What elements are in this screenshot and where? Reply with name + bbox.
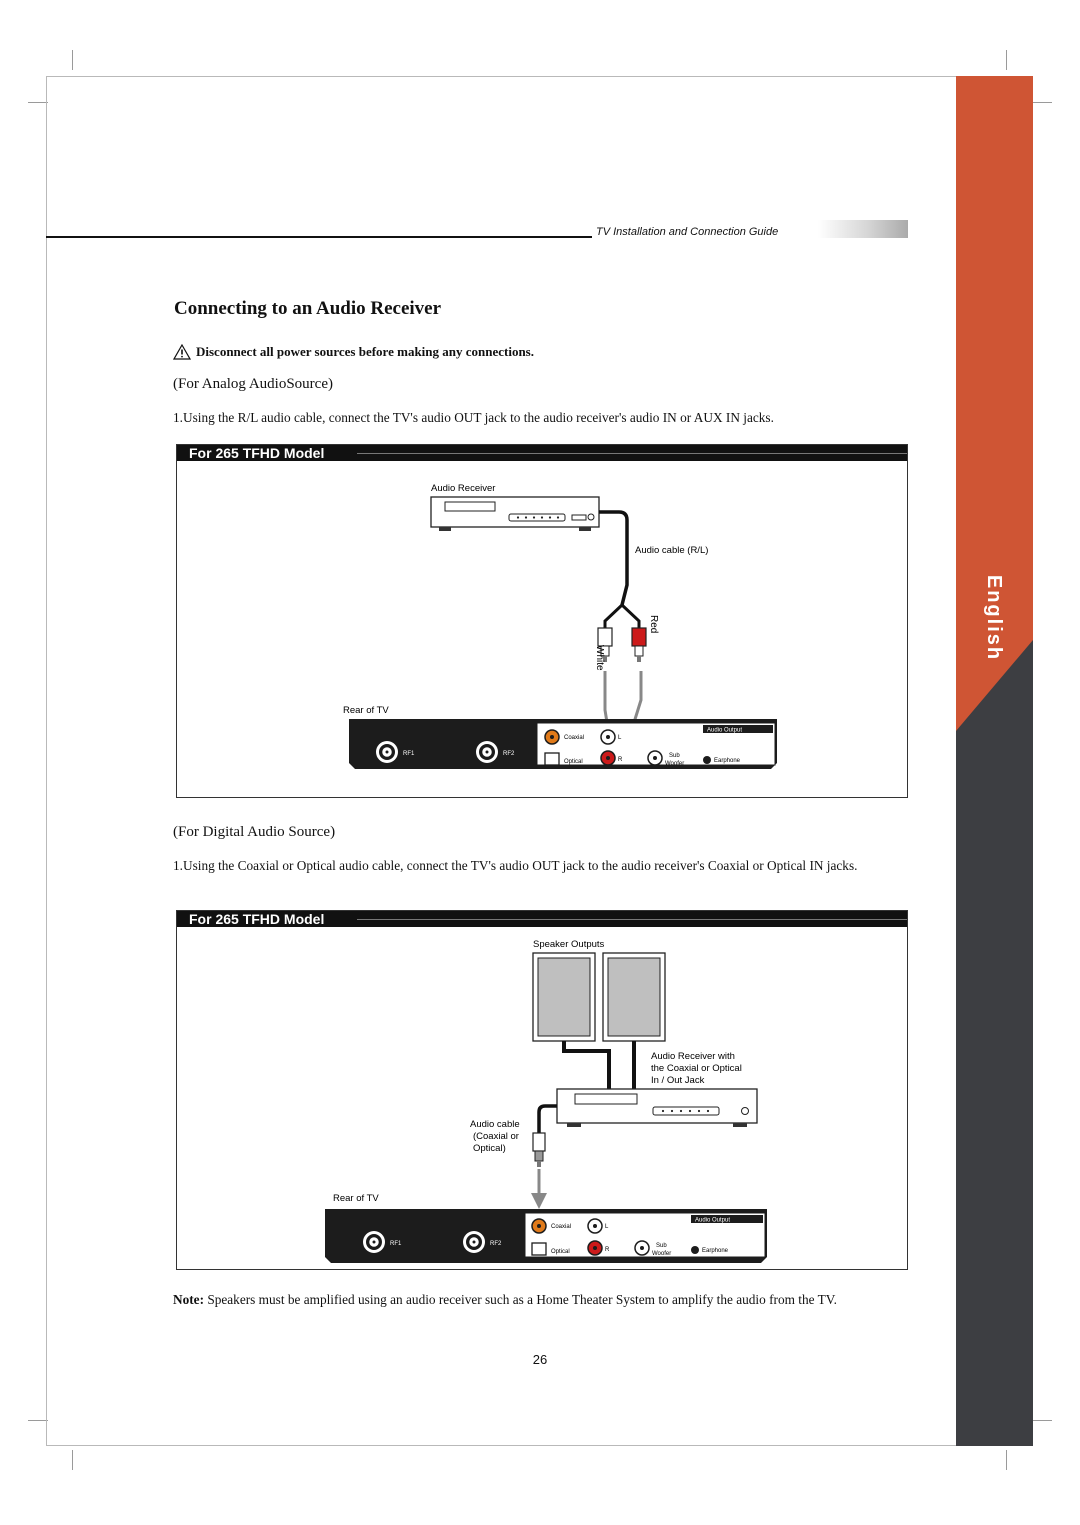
coaxial-label: Coaxial (564, 735, 584, 741)
crop-mark (1006, 1450, 1007, 1470)
arrow-icon (531, 1193, 547, 1209)
language-tab: English (983, 574, 1005, 662)
receiver-label-line3: In / Out Jack (651, 1075, 705, 1086)
rf1-label: RF1 (390, 1241, 402, 1247)
sidebar-dark-block (956, 640, 1033, 1446)
cable-label-line2: (Coaxial or (473, 1131, 519, 1142)
crop-mark (72, 50, 73, 70)
earphone-label: Earphone (702, 1248, 729, 1254)
digital-step: 1.Using the Coaxial or Optical audio cab… (173, 858, 858, 873)
earphone-label: Earphone (714, 758, 741, 764)
analog-diagram-box: For 265 TFHD Model Audio Receiver Audio … (176, 444, 908, 798)
sidebar-red-block (956, 76, 1033, 731)
r-label: R (618, 757, 623, 763)
l-label: L (605, 1224, 609, 1230)
rf1-label: RF1 (403, 751, 415, 757)
digital-heading: (For Digital Audio Source) (173, 824, 336, 840)
digital-rear-label: Rear of TV (333, 1193, 379, 1204)
optical-label: Optical (564, 759, 583, 765)
cable-label-line1: Audio cable (470, 1119, 520, 1130)
digital-model-header: For 265 TFHD Model (177, 911, 907, 927)
analog-heading: (For Analog AudioSource) (173, 376, 333, 392)
digital-model-label: For 265 TFHD Model (189, 911, 325, 927)
coaxial-label: Coaxial (551, 1224, 571, 1230)
header-gradient-bar (818, 220, 908, 238)
analog-cable-label: Audio cable (R/L) (635, 545, 708, 556)
header-rule (46, 236, 592, 238)
red-plug (631, 627, 647, 647)
analog-diagram: Audio Receiver Audio cable (R/L) White R… (343, 483, 777, 769)
guide-title: TV Installation and Connection Guide (596, 226, 779, 238)
warning-text: Disconnect all power sources before maki… (196, 344, 534, 359)
analog-receiver-label: Audio Receiver (431, 483, 495, 494)
digital-plug (532, 1132, 546, 1152)
analog-step: 1.Using the R/L audio cable, connect the… (173, 410, 774, 425)
warning-icon (173, 344, 191, 360)
cable-label-line3: Optical) (473, 1143, 506, 1154)
audio-output-label: Audio Output (707, 728, 742, 734)
crop-mark (1032, 1420, 1052, 1421)
analog-model-header: For 265 TFHD Model (177, 445, 907, 461)
page-number: 26 (532, 1352, 548, 1367)
crop-mark (1006, 50, 1007, 70)
audio-output-label: Audio Output (695, 1218, 730, 1224)
white-plug-label: White (594, 645, 605, 671)
r-label: R (605, 1247, 610, 1253)
receiver-label-line1: Audio Receiver with (651, 1051, 735, 1062)
digital-diagram: Speaker Outputs Audio Receiver with the … (325, 939, 767, 1263)
red-plug-label: Red (648, 615, 659, 633)
digital-diagram-box: For 265 TFHD Model Speaker Outputs Audio… (176, 910, 908, 1270)
speaker-outputs-label: Speaker Outputs (533, 939, 605, 950)
rf2-label: RF2 (503, 751, 515, 757)
white-plug (597, 627, 613, 647)
sub-label: Sub (656, 1243, 667, 1249)
note-text: Speakers must be amplified using an audi… (204, 1292, 837, 1307)
crop-mark (28, 102, 48, 103)
crop-mark (1032, 102, 1052, 103)
receiver-label-line2: the Coaxial or Optical (651, 1063, 742, 1074)
warning-line: Disconnect all power sources before maki… (173, 344, 534, 360)
sub-label: Sub (669, 753, 680, 759)
note-paragraph: Note: Speakers must be amplified using a… (173, 1290, 913, 1310)
woofer-label: Woofer (665, 761, 684, 767)
l-label: L (618, 735, 622, 741)
page-title: Connecting to an Audio Receiver (174, 298, 442, 319)
analog-model-label: For 265 TFHD Model (189, 445, 325, 461)
crop-mark (28, 1420, 48, 1421)
woofer-label: Woofer (652, 1251, 671, 1257)
note-label: Note: (173, 1292, 205, 1307)
optical-label: Optical (551, 1249, 570, 1255)
crop-mark (72, 1450, 73, 1470)
analog-rear-label: Rear of TV (343, 705, 389, 716)
rf2-label: RF2 (490, 1241, 502, 1247)
